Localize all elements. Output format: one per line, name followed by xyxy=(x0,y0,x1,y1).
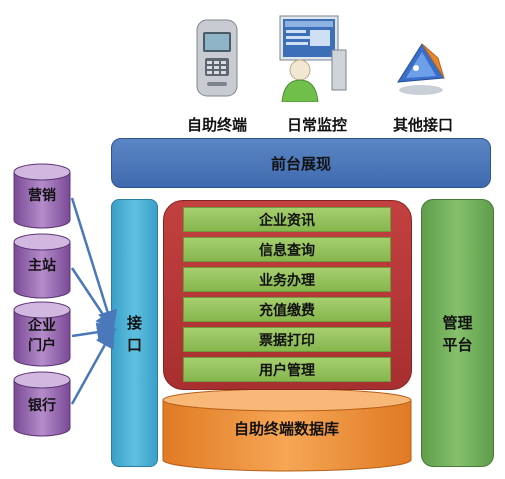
source-label-marketing: 营销 xyxy=(28,188,56,204)
service-info-query: 信息查询 xyxy=(183,237,391,262)
source-cylinder-main-station xyxy=(13,233,71,299)
source-cylinder-marketing xyxy=(13,163,71,229)
source-label-line: 门户 xyxy=(28,338,56,354)
interface-char-2: 口 xyxy=(126,336,142,354)
interface-column: 接 口 xyxy=(111,199,158,467)
source-cylinder-enterprise-portal xyxy=(13,301,71,367)
source-cylinders xyxy=(13,163,118,437)
arrow-enterprise-portal xyxy=(71,322,117,343)
service-label: 业务办理 xyxy=(259,272,315,289)
service-business: 业务办理 xyxy=(183,267,391,292)
service-recharge: 充值缴费 xyxy=(183,297,391,322)
management-platform: 管理 平台 xyxy=(421,199,494,467)
service-label: 票据打印 xyxy=(259,332,315,349)
service-label: 用户管理 xyxy=(259,362,315,379)
source-label-line: 企业 xyxy=(28,318,56,334)
service-label: 企业资讯 xyxy=(259,212,315,229)
database-label: 自助终端数据库 xyxy=(233,420,339,438)
frontend-layer: 前台展现 xyxy=(111,138,491,188)
service-user-management: 用户管理 xyxy=(183,357,391,382)
service-receipt-print: 票据打印 xyxy=(183,327,391,352)
top-label-monitoring: 日常监控 xyxy=(286,116,347,134)
arrow-marketing xyxy=(70,197,118,331)
other-interface-icon xyxy=(397,43,445,95)
management-label: 管理 平台 xyxy=(422,312,493,356)
interface-char-1: 接 xyxy=(126,314,142,332)
arrow-main-station xyxy=(70,267,115,333)
service-label: 充值缴费 xyxy=(259,302,315,319)
source-label-enterprise-portal: 企业 门户 xyxy=(18,316,66,356)
service-enterprise-news: 企业资讯 xyxy=(183,207,391,232)
top-label-kiosk: 自助终端 xyxy=(186,116,247,134)
database-cylinder xyxy=(162,388,412,472)
arrow-bank xyxy=(70,327,115,405)
frontend-label: 前台展现 xyxy=(270,154,331,173)
kiosk-terminal-icon xyxy=(196,19,238,97)
source-cylinder-bank xyxy=(13,371,71,437)
management-line-2: 平台 xyxy=(442,336,473,354)
top-label-other: 其他接口 xyxy=(392,116,453,134)
monitoring-person-icon xyxy=(279,15,347,102)
interface-label: 接 口 xyxy=(112,312,157,356)
management-line-1: 管理 xyxy=(442,314,473,332)
source-label-bank: 银行 xyxy=(28,398,56,414)
service-label: 信息查询 xyxy=(259,242,315,259)
source-label-main-station: 主站 xyxy=(28,258,56,274)
